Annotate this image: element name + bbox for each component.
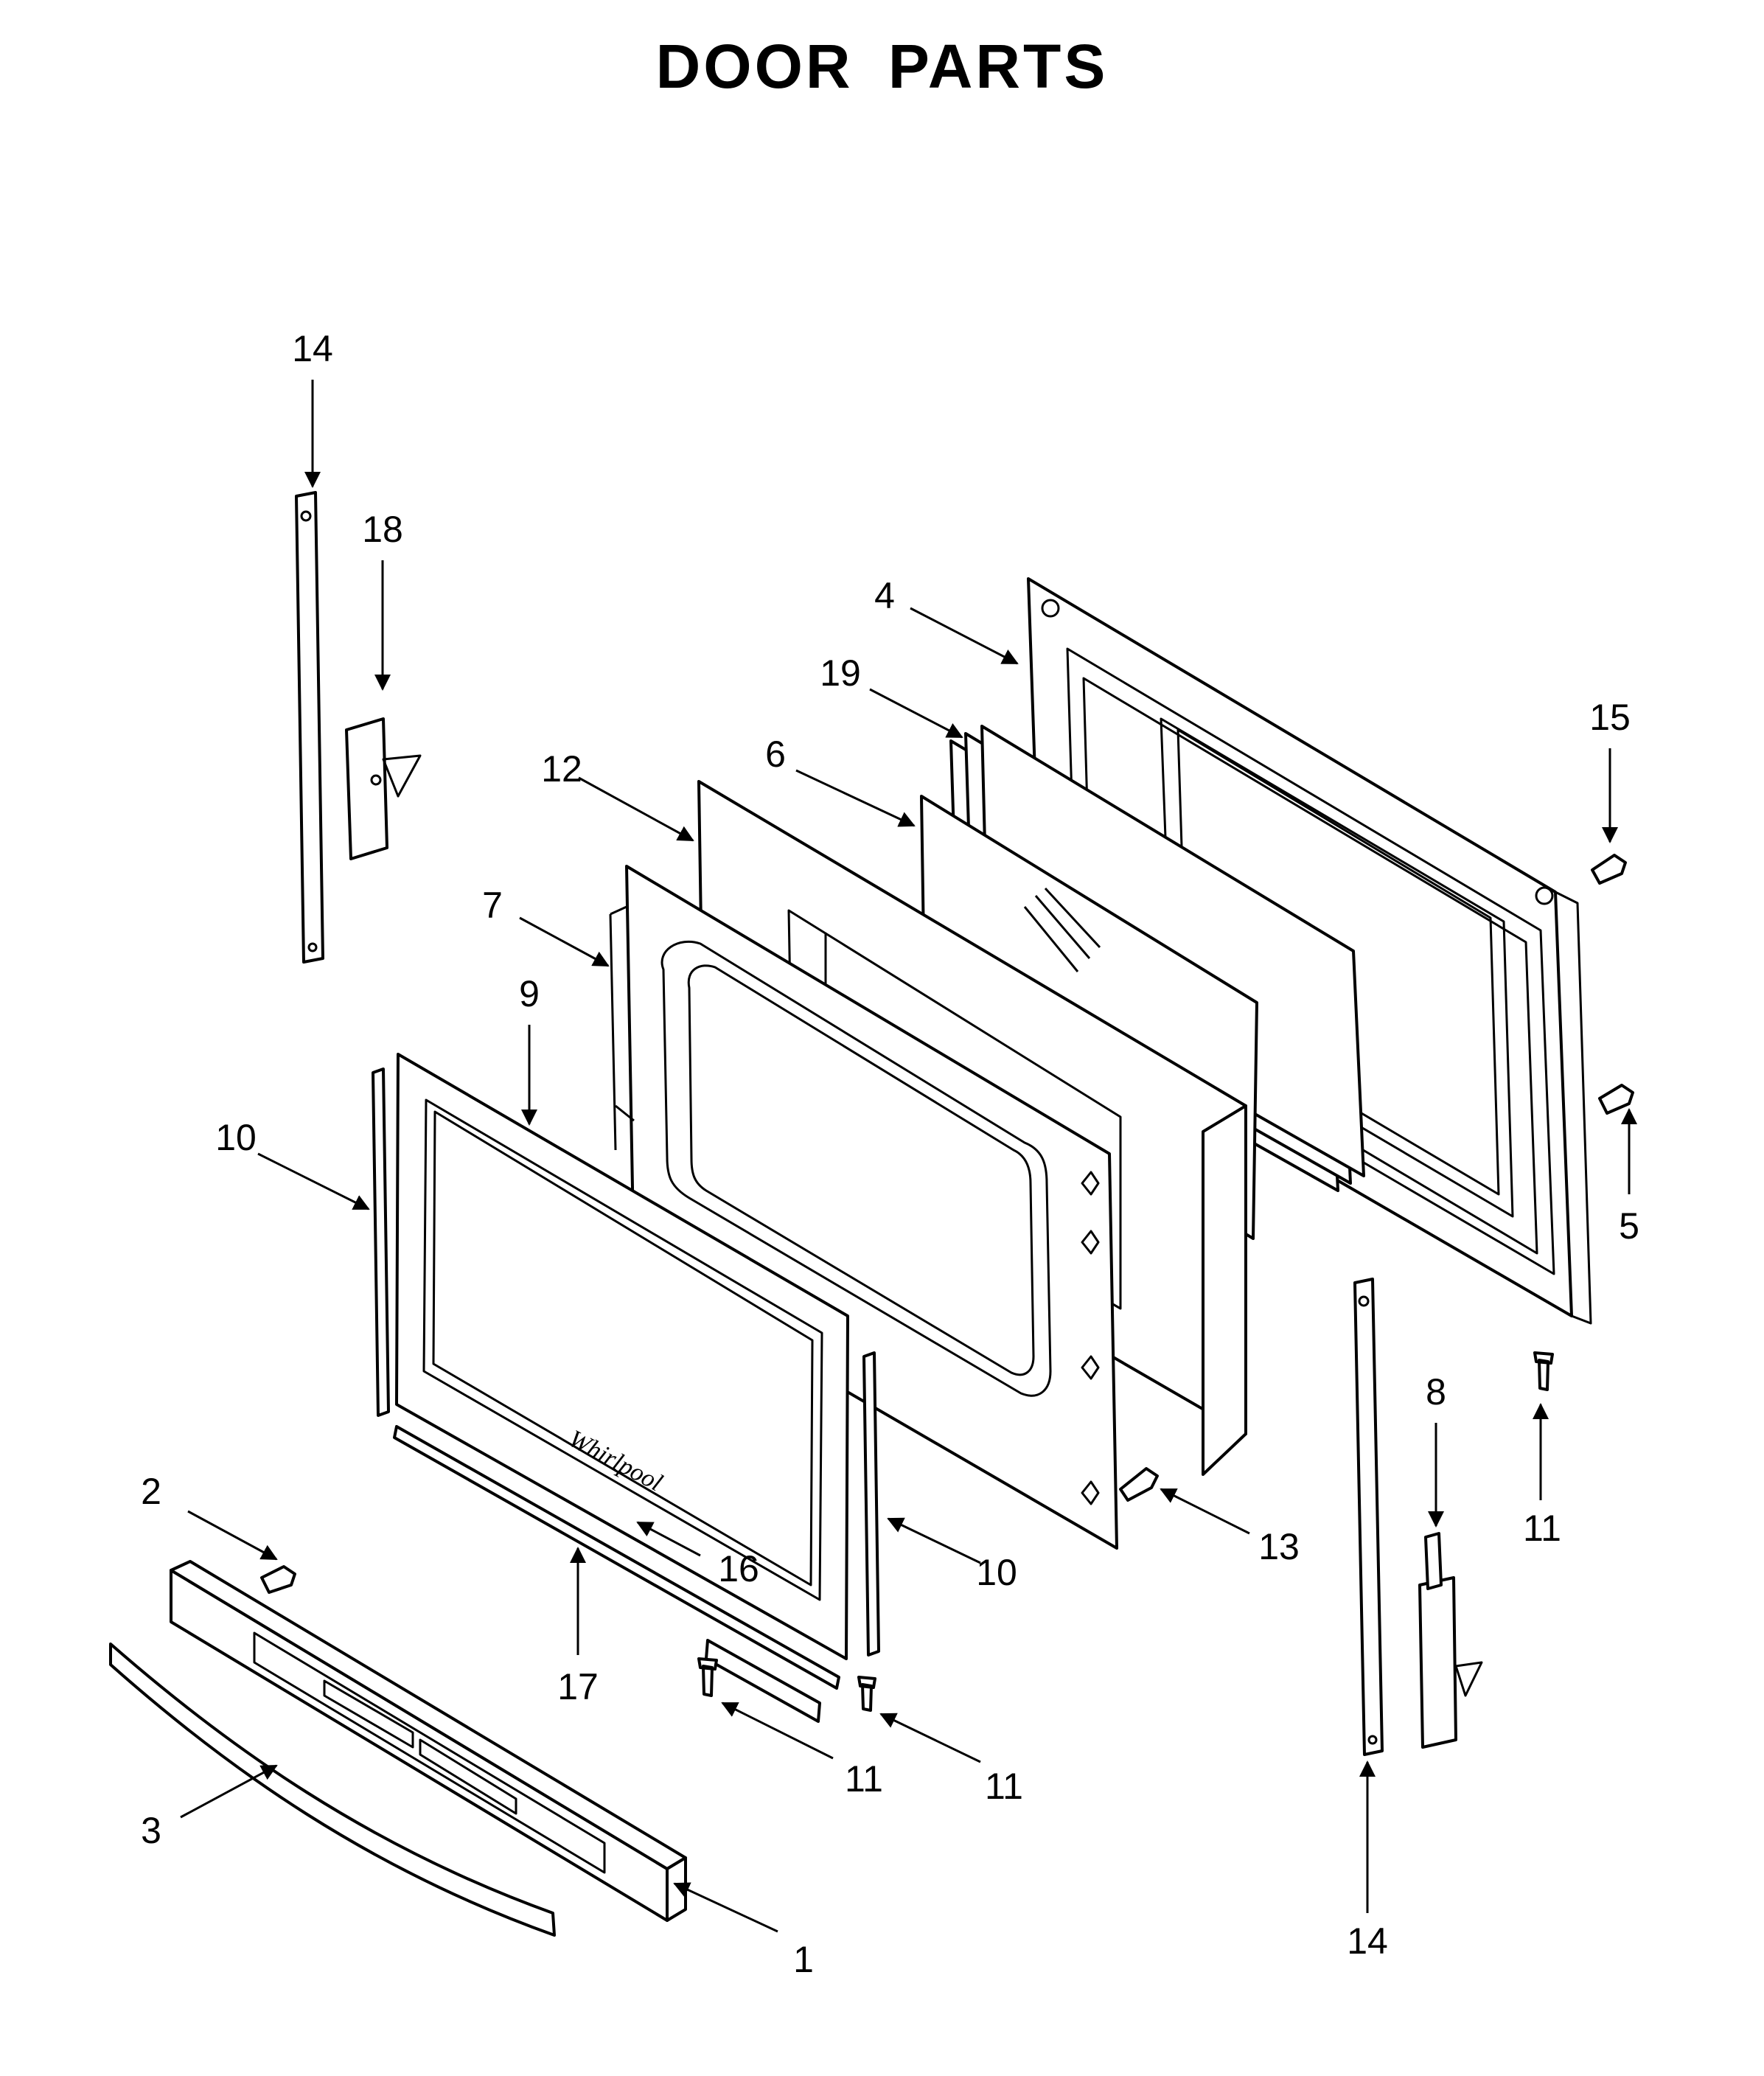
hinge-receiver-8 — [1418, 1532, 1483, 1749]
screw-11-bottom-left — [697, 1657, 718, 1697]
callout-3: 3 — [141, 1810, 161, 1851]
door-handle — [170, 1560, 687, 1922]
side-trim-left — [372, 1067, 390, 1417]
hinge-arm-right — [1353, 1278, 1384, 1756]
bottom-trim — [393, 1425, 840, 1723]
handle-trim — [109, 1643, 556, 1937]
hinge-arm-left — [295, 491, 324, 964]
leader-lines — [180, 380, 1637, 1933]
callout-19: 19 — [820, 652, 861, 694]
callout-11-right: 11 — [1523, 1508, 1561, 1549]
callout-13: 13 — [1258, 1526, 1300, 1567]
callout-10-left: 10 — [215, 1117, 257, 1158]
callout-9: 9 — [519, 973, 540, 1014]
callout-8: 8 — [1426, 1371, 1446, 1413]
hinge-receiver-18 — [345, 717, 422, 860]
screw-11-right — [1533, 1351, 1554, 1391]
callout-4: 4 — [874, 575, 895, 616]
callout-2: 2 — [141, 1471, 161, 1512]
callout-11-bottom-left: 11 — [845, 1758, 883, 1800]
callout-14-bottom: 14 — [1347, 1920, 1388, 1962]
side-trim-right — [862, 1351, 880, 1657]
callout-7: 7 — [482, 885, 503, 926]
callout-1: 1 — [793, 1939, 814, 1980]
callout-10-right: 10 — [976, 1552, 1017, 1593]
callout-11-bottom-right: 11 — [985, 1766, 1023, 1807]
screw-2 — [260, 1565, 296, 1594]
diagram-title: DOOR PARTS — [655, 32, 1109, 101]
screw-5 — [1598, 1084, 1634, 1115]
callout-6: 6 — [765, 734, 786, 775]
callout-17: 17 — [557, 1666, 599, 1707]
screw-13 — [1119, 1467, 1159, 1502]
callout-18: 18 — [362, 509, 403, 550]
screw-11-bottom-right — [857, 1676, 876, 1712]
callout-15: 15 — [1589, 697, 1631, 738]
callout-14-top: 14 — [292, 328, 333, 369]
callout-12: 12 — [541, 748, 582, 790]
outer-door-panel: Whirlpool — [395, 1053, 849, 1660]
screw-15 — [1591, 854, 1627, 885]
callout-5: 5 — [1619, 1205, 1639, 1247]
door-frame — [609, 865, 1118, 1550]
callout-16: 16 — [718, 1548, 759, 1589]
